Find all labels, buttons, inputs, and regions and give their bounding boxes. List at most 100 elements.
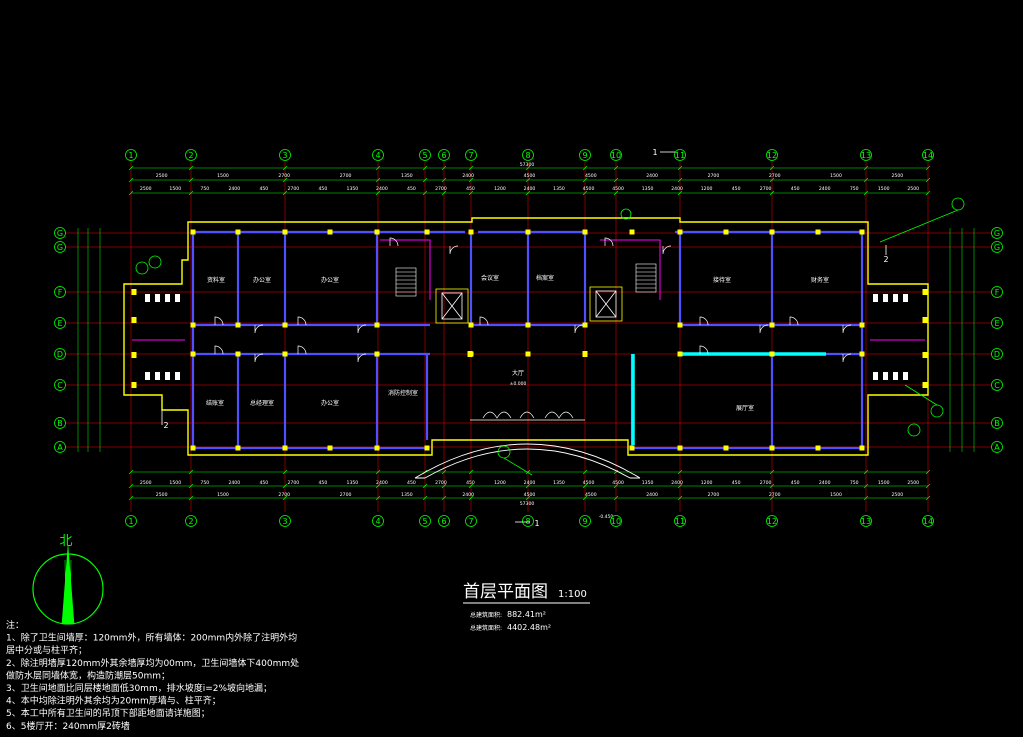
dimension-tick: [128, 469, 134, 475]
dimension-value: 2500: [156, 173, 168, 179]
dimension-value: 2500: [907, 186, 919, 192]
dimension-value: 2700: [288, 480, 300, 486]
column: [235, 322, 241, 328]
column: [859, 351, 865, 357]
column: [769, 229, 775, 235]
dimension-value: 1350: [401, 173, 413, 179]
dimension-tick: [925, 469, 931, 475]
dimension-tick: [525, 177, 531, 183]
dimension-tick: [188, 483, 194, 489]
room-label-r4: 接待室: [713, 276, 731, 284]
axis-bubble-col: 5: [419, 149, 431, 161]
dimension-tick: [525, 483, 531, 489]
dimension-value: 2400: [462, 492, 474, 498]
axis-bubble-label: F: [995, 288, 1000, 297]
dimension-tick: [582, 469, 588, 475]
axis-bubble-label: G: [994, 243, 1000, 252]
dimension-value: 2700: [435, 186, 447, 192]
axis-bubble-label: 9: [582, 517, 587, 526]
axis-bubble-col: 2: [185, 149, 197, 161]
door-swing: [214, 316, 224, 326]
dimension-value: 2700: [769, 173, 781, 179]
axis-bubble-row: G: [54, 241, 66, 253]
dimension-tick: [769, 177, 775, 183]
dimension-tick: [769, 495, 775, 501]
axis-bubble-col: 5: [419, 515, 431, 527]
dimension-tick: [468, 495, 474, 501]
column: [235, 445, 241, 451]
dimension-value: 2700: [708, 173, 720, 179]
axis-bubble-row: F: [54, 286, 66, 298]
north-label: 北: [59, 534, 72, 549]
column: [677, 229, 683, 235]
dimension-tick: [468, 483, 474, 489]
dimension-value: 450: [791, 480, 800, 486]
axis-bubble-row: G: [991, 227, 1003, 239]
area-line-2-label: 总建筑面积:: [470, 624, 502, 632]
axis-bubble-col: 12: [766, 515, 778, 527]
room-label-r9: 总经理室: [250, 399, 274, 407]
axis-bubble-label: 12: [767, 517, 777, 526]
dimension-value: 2700: [288, 186, 300, 192]
note-line: 1、除了卫生间墙厚：120mm外，所有墙体：200mm内外除了注明外均: [6, 632, 297, 644]
axis-bubble-label: 5: [422, 151, 427, 160]
door-swing: [357, 324, 367, 334]
hall-label: 大厅: [512, 369, 524, 377]
axis-bubble-col: 12: [766, 149, 778, 161]
axis-bubble-col: 6: [438, 515, 450, 527]
column: [235, 351, 241, 357]
column: [131, 289, 137, 295]
column: [282, 229, 288, 235]
drawing-title: 首层平面图: [463, 582, 548, 602]
dimension-value: 1200: [494, 480, 506, 486]
column: [677, 351, 683, 357]
dimension-value: 1350: [642, 186, 654, 192]
axis-bubble-label: 12: [767, 151, 777, 160]
column: [424, 229, 430, 235]
dimension-tick: [677, 495, 683, 501]
column: [922, 289, 928, 295]
room-label-r5: 财务室: [811, 276, 829, 284]
axis-bubble-row: A: [54, 441, 66, 453]
dimension-value: 2400: [462, 173, 474, 179]
structural-columns: [131, 229, 928, 451]
dimension-tick: [422, 177, 428, 183]
note-line: 6、5楼厅开：240mm厚2砖墙: [6, 720, 130, 732]
axis-bubble-label: E: [57, 319, 62, 328]
dimension-tick: [375, 469, 381, 475]
column: [582, 322, 588, 328]
column: [374, 445, 380, 451]
dimension-value: 4500: [524, 492, 536, 498]
column: [424, 445, 430, 451]
dimension-value: 2400: [646, 492, 658, 498]
dimension-tick: [128, 190, 134, 196]
note-line: 居中分或与柱平齐；: [6, 644, 87, 656]
dimension-value: 1500: [217, 173, 229, 179]
dimension-tick: [128, 495, 134, 501]
dimension-tick: [769, 190, 775, 196]
dimension-tick: [188, 469, 194, 475]
axis-bubble-label: D: [994, 350, 1000, 359]
staircase-left: [395, 267, 417, 297]
room-label-r6: 会议室: [481, 274, 499, 282]
column: [677, 445, 683, 451]
axis-bubble-label: E: [994, 319, 999, 328]
dimension-value: 2500: [907, 480, 919, 486]
dimension-tick: [441, 495, 447, 501]
dimension-tick: [613, 483, 619, 489]
glazing-wall: [631, 352, 826, 445]
axis-bubble-col: 10: [610, 515, 622, 527]
axis-bubble-row: E: [991, 317, 1003, 329]
dimension-value: 2400: [524, 480, 536, 486]
elevator-left: [435, 288, 469, 324]
dimension-tick: [582, 190, 588, 196]
axis-bubble-col: 14: [922, 515, 934, 527]
axis-bubble-label: 1: [128, 517, 133, 526]
dimension-tick: [863, 190, 869, 196]
column: [859, 445, 865, 451]
dimension-tick: [422, 483, 428, 489]
axis-bubble-col: 11: [674, 149, 686, 161]
axis-bubble-label: A: [57, 443, 63, 452]
column: [131, 352, 137, 358]
dimension-tick: [863, 469, 869, 475]
